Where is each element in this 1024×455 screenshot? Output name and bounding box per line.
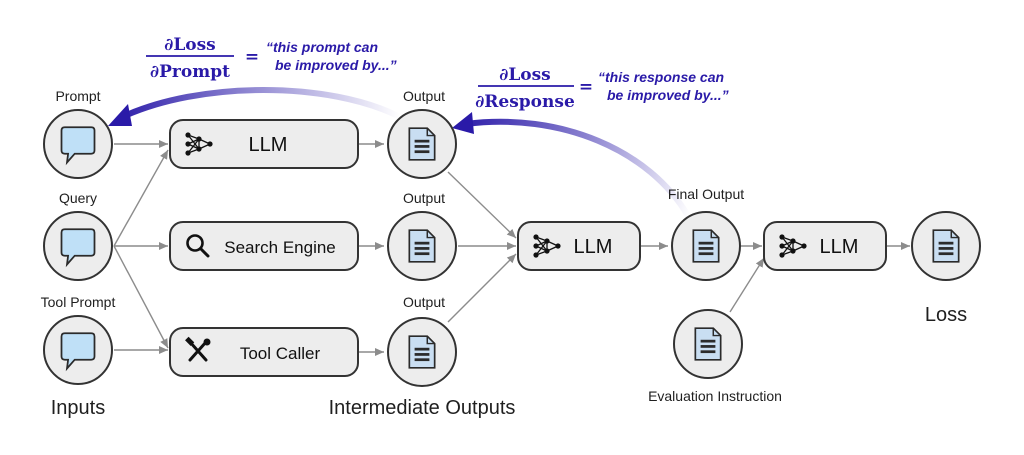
search-icon <box>186 234 210 258</box>
evaluation-instruction-label: Evaluation Instruction <box>648 388 782 404</box>
output-1-label: Output <box>403 88 445 104</box>
formula-prompt-numerator: ∂Loss <box>164 35 216 55</box>
input-prompt-node: Prompt <box>43 88 113 179</box>
flow-arrows <box>113 140 910 356</box>
query-label: Query <box>59 190 97 206</box>
gradient-formula-prompt: ∂Loss ∂Prompt = “this prompt can be impr… <box>146 35 397 82</box>
document-icon <box>692 229 720 263</box>
gradient-arrow-prompt <box>108 87 401 126</box>
final-output-label: Final Output <box>668 186 744 202</box>
document-icon <box>694 327 722 361</box>
prompt-label: Prompt <box>55 88 100 104</box>
tool-caller-label: Tool Caller <box>240 344 321 363</box>
document-icon <box>408 127 436 161</box>
output-3-label: Output <box>403 294 445 310</box>
tools-icon <box>185 336 211 362</box>
document-icon <box>932 229 960 263</box>
tool-prompt-label: Tool Prompt <box>41 294 116 310</box>
final-output-node: Final Output <box>668 186 744 281</box>
arrow-query-to-llm <box>113 149 169 247</box>
inputs-caption: Inputs <box>51 397 105 419</box>
document-icon <box>408 229 436 263</box>
llm-right-label: LLM <box>820 236 859 258</box>
llm-box-right: LLM <box>763 221 887 271</box>
loss-label: Loss <box>925 304 967 326</box>
formula-response-equals: = <box>579 77 593 97</box>
llm-box-top: LLM <box>169 119 359 169</box>
formula-prompt-equals: = <box>245 47 259 67</box>
arrow-output3-to-llm-mid <box>447 253 517 323</box>
arrow-output1-to-llm-mid <box>447 171 517 239</box>
prompt-feedback-line1: “this prompt can <box>266 39 378 55</box>
output-node-2: Output <box>387 190 457 281</box>
output-2-label: Output <box>403 190 445 206</box>
search-engine-label: Search Engine <box>224 238 336 257</box>
tool-caller-box: Tool Caller <box>169 327 359 377</box>
llm-top-label: LLM <box>249 134 288 156</box>
response-feedback-line2: be improved by...” <box>607 87 729 103</box>
prompt-feedback-line2: be improved by...” <box>275 57 397 73</box>
gradient-arrow-response <box>452 112 691 219</box>
formula-response-numerator: ∂Loss <box>499 65 551 85</box>
intermediate-outputs-caption: Intermediate Outputs <box>329 397 516 419</box>
loss-node: Loss <box>911 211 981 326</box>
llm-box-mid: LLM <box>517 221 641 271</box>
output-node-1: Output <box>387 88 457 179</box>
output-node-3: Output <box>387 294 457 387</box>
search-engine-box: Search Engine <box>169 221 359 271</box>
input-query-node: Query <box>43 190 113 281</box>
response-feedback-line1: “this response can <box>598 69 724 85</box>
arrow-eval-to-llm-right <box>729 257 765 313</box>
arrow-query-to-tool <box>113 245 169 349</box>
evaluation-instruction-node: Evaluation Instruction <box>648 309 782 404</box>
formula-prompt-denominator: ∂Prompt <box>150 62 230 82</box>
document-icon <box>408 335 436 369</box>
gradient-formula-response: ∂Loss ∂Response = “this response can be … <box>475 65 728 112</box>
formula-response-denominator: ∂Response <box>475 92 575 112</box>
input-tool-prompt-node: Tool Prompt <box>41 294 116 385</box>
llm-mid-label: LLM <box>574 236 613 258</box>
